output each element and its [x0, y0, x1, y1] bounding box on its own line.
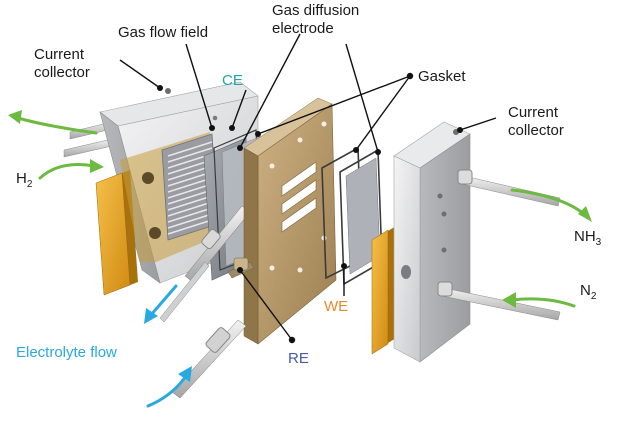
- flow-channel: [167, 219, 213, 235]
- label-re: RE: [288, 350, 309, 367]
- flow-channel: [167, 207, 213, 223]
- gas-flow-arrows: [16, 116, 586, 308]
- electrolyte-inlet-rod: [159, 205, 251, 323]
- label-h2: H2: [16, 170, 33, 190]
- gas-arrowheads: [8, 110, 592, 308]
- flow-channel: [167, 183, 213, 199]
- electrolyte-inlet-arrow: [146, 374, 188, 408]
- electrolyte-arrowheads: [144, 308, 192, 382]
- label-gas-diffusion-electrode: Gas diffusion electrode: [272, 2, 360, 37]
- right-gold-plate: [371, 226, 396, 355]
- label-nh3: NH3: [574, 228, 602, 248]
- flow-channel: [167, 213, 213, 229]
- flow-channel: [167, 177, 213, 193]
- leader-lines: [119, 33, 497, 341]
- left-outlet-arrow: [16, 116, 98, 135]
- electrolyte-chamber: [243, 97, 337, 345]
- leader-dots: [157, 72, 463, 344]
- label-gas-flow-field: Gas flow field: [118, 24, 209, 41]
- electrolyte-outlet-rod: [171, 319, 247, 399]
- right-current-collector: [393, 121, 471, 363]
- we-electrode-stack: [321, 146, 383, 286]
- label-we: WE: [324, 298, 349, 315]
- nh3-outlet-arrow: [510, 188, 586, 216]
- n2-inlet-arrow: [510, 297, 576, 308]
- flow-channel: [167, 141, 213, 157]
- flow-channel: [167, 171, 213, 187]
- flow-field-channels: [167, 141, 213, 235]
- label-gasket: Gasket: [418, 68, 466, 85]
- flow-channel: [167, 147, 213, 163]
- flow-channel: [167, 195, 213, 211]
- flow-channel: [167, 189, 213, 205]
- label-n2: N2: [580, 282, 597, 302]
- label-electrolyte-flow: Electrolyte flow: [16, 344, 117, 361]
- label-current-collector-right: Current collector: [508, 104, 564, 139]
- label-ce: CE: [222, 72, 243, 89]
- label-current-collector-left: Current collector: [34, 46, 90, 81]
- flow-channel: [167, 201, 213, 217]
- h2-inlet-arrow: [38, 163, 96, 180]
